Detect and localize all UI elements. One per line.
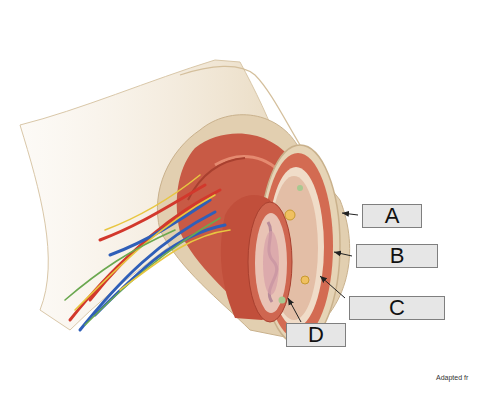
label-box: D bbox=[286, 323, 346, 347]
label-box: C bbox=[349, 296, 445, 320]
callout-letter: B bbox=[390, 245, 405, 267]
callout-letter: A bbox=[385, 205, 400, 227]
callout-letter: C bbox=[389, 297, 405, 319]
label-box: A bbox=[362, 204, 422, 228]
callout-letter: D bbox=[308, 324, 324, 346]
credit-note: Adapted fr bbox=[436, 374, 468, 381]
mucosa bbox=[255, 213, 287, 313]
label-box: B bbox=[356, 244, 438, 268]
blood-vessels bbox=[70, 185, 225, 330]
leader-lines bbox=[288, 213, 358, 322]
